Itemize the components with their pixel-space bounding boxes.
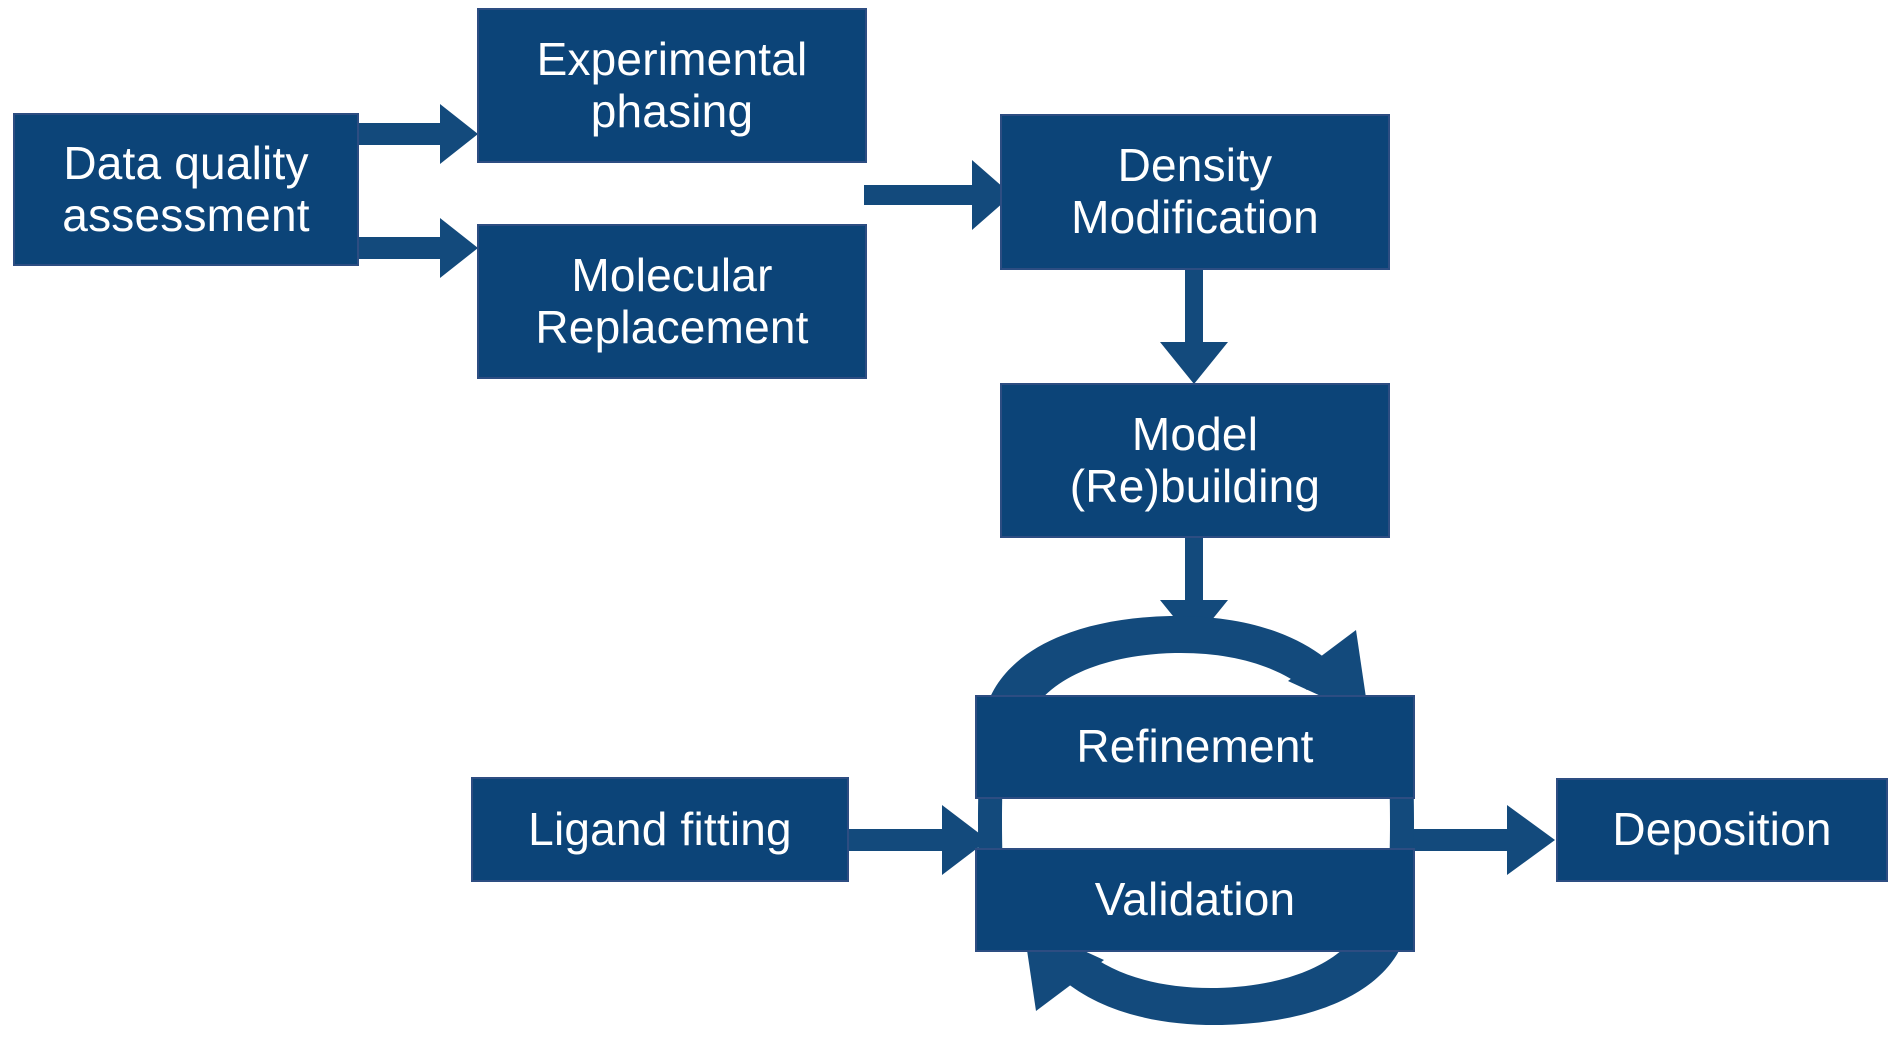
- node-experimental-phasing[interactable]: Experimental phasing: [477, 8, 867, 163]
- arrow-phasing-to-densitymodification: [864, 160, 1012, 230]
- node-validation[interactable]: Validation: [975, 848, 1415, 952]
- arrow-cycle-to-deposition: [1410, 805, 1555, 875]
- node-deposition[interactable]: Deposition: [1556, 778, 1888, 882]
- arrow-densitymodification-to-modelrebuilding: [1160, 268, 1228, 384]
- node-ligand-fitting[interactable]: Ligand fitting: [471, 777, 849, 882]
- node-refinement[interactable]: Refinement: [975, 695, 1415, 799]
- arrow-dataquality-to-experimentalphasing: [357, 104, 478, 164]
- node-model-rebuilding[interactable]: Model (Re)building: [1000, 383, 1390, 538]
- node-density-modification[interactable]: Density Modification: [1000, 114, 1390, 270]
- node-molecular-replacement[interactable]: Molecular Replacement: [477, 224, 867, 379]
- node-data-quality-assessment[interactable]: Data quality assessment: [13, 113, 359, 266]
- arrow-modelrebuilding-to-cycle: [1160, 536, 1228, 642]
- arrow-ligandfitting-to-cycle: [847, 805, 988, 875]
- arrow-dataquality-to-molecularreplacement: [357, 218, 478, 278]
